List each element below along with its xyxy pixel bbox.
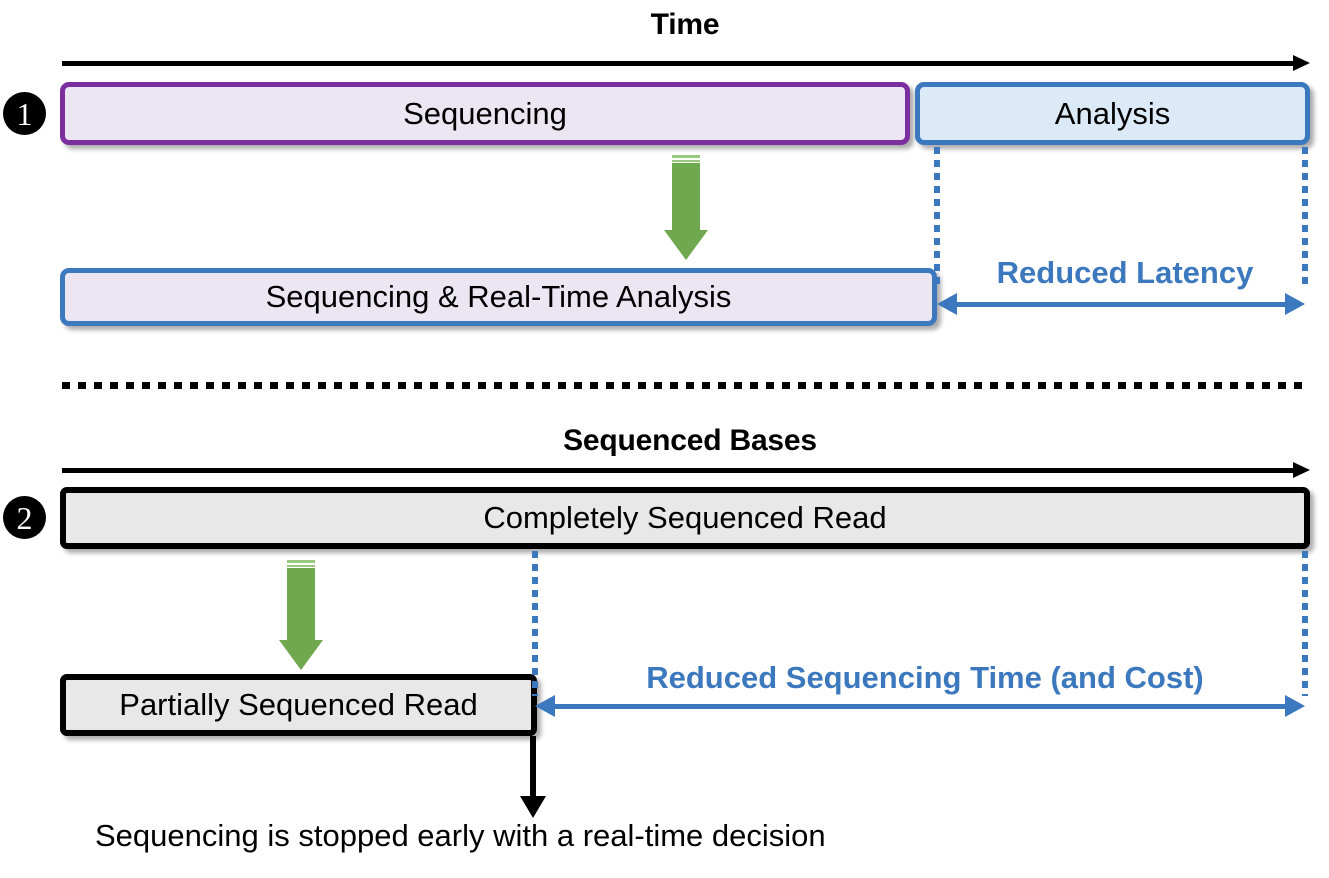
panel2-axis-title: Sequenced Bases (563, 424, 817, 457)
latency-guide-right (1302, 147, 1308, 287)
reduced-latency-arrow-icon (937, 293, 1305, 316)
time-axis-arrow-icon (62, 55, 1310, 72)
panel2-step-badge: 2 (3, 496, 46, 539)
section-divider (62, 382, 1310, 389)
seqtime-guide-right (1302, 551, 1308, 696)
sequencing-realtime-analysis-box[interactable]: Sequencing & Real-Time Analysis (60, 268, 937, 326)
latency-guide-left (934, 147, 940, 287)
panel2-caption: Sequencing is stopped early with a real-… (95, 818, 826, 853)
decision-arrow-head-icon (520, 796, 546, 818)
analysis-box[interactable]: Analysis (915, 82, 1310, 145)
decision-arrow-shaft (530, 736, 536, 800)
bases-axis-arrow-icon (62, 462, 1310, 479)
sequencing-box[interactable]: Sequencing (60, 82, 910, 145)
panel1-step-badge: 1 (3, 92, 46, 135)
reduced-sequencing-time-arrow-icon (535, 695, 1305, 718)
reduced-latency-label: Reduced Latency (996, 255, 1254, 290)
panel2-transform-arrow-icon (279, 560, 323, 670)
panel1-transform-arrow-icon (664, 155, 708, 260)
partially-sequenced-read-box[interactable]: Partially Sequenced Read (60, 674, 537, 736)
seqtime-guide-left (532, 551, 538, 696)
panel1-axis-title: Time (650, 8, 720, 41)
reduced-sequencing-time-label: Reduced Sequencing Time (and Cost) (646, 660, 1204, 695)
completely-sequenced-read-box[interactable]: Completely Sequenced Read (60, 487, 1310, 549)
